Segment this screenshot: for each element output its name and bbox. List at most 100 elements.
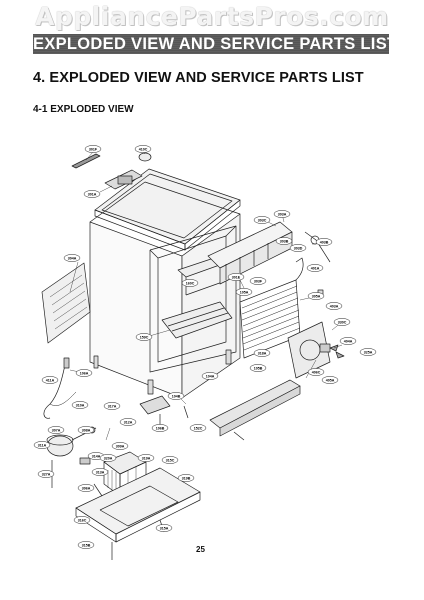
page-number: 25 <box>196 545 205 554</box>
svg-text:319A: 319A <box>142 456 151 460</box>
label-405a: 405A <box>321 376 339 384</box>
label-308a: 308A <box>77 426 95 434</box>
label-317a: 317A <box>103 402 121 410</box>
label-104b: 104B <box>167 392 185 400</box>
label-303d: 303D <box>289 244 307 252</box>
svg-text:319B: 319B <box>182 476 191 480</box>
back-cover <box>41 262 91 344</box>
evaporator-assembly <box>207 221 331 285</box>
svg-text:303D: 303D <box>294 246 303 250</box>
watermark-text: AppliancePartsPros.com <box>35 2 389 31</box>
label-104a: 104A <box>201 372 219 380</box>
svg-text:401A: 401A <box>311 266 320 270</box>
svg-text:305A: 305A <box>312 294 321 298</box>
label-105b: 105B <box>249 364 267 372</box>
svg-text:106B: 106B <box>156 426 165 430</box>
label-310a: 310A <box>71 401 89 409</box>
label-406c: 406C <box>307 368 325 376</box>
svg-text:316C: 316C <box>78 518 87 522</box>
label-301f: 301F <box>84 145 102 153</box>
label-303a: 303A <box>273 210 291 218</box>
part-labels: 301F 410C 301A 303C 303A 403B 303B 303D … <box>33 145 377 549</box>
label-312a: 312A <box>119 418 137 426</box>
svg-text:301E: 301E <box>232 275 241 279</box>
svg-text:405A: 405A <box>326 378 335 382</box>
label-152c: 152C <box>189 424 207 432</box>
label-319b: 319B <box>177 474 195 482</box>
label-307a: 307A <box>47 426 65 434</box>
svg-text:325A: 325A <box>364 350 373 354</box>
svg-text:312A: 312A <box>124 420 133 424</box>
svg-text:309A: 309A <box>116 444 125 448</box>
condenser-coil <box>239 257 304 359</box>
label-306a: 306A <box>77 484 95 492</box>
svg-text:105B: 105B <box>254 366 263 370</box>
label-160c: 160C <box>181 279 199 287</box>
svg-text:303A: 303A <box>278 212 287 216</box>
svg-text:159C: 159C <box>140 335 149 339</box>
label-320a: 320A <box>99 454 117 462</box>
power-cord <box>43 357 77 419</box>
svg-text:403B: 403B <box>320 240 329 244</box>
base-grill <box>139 379 301 441</box>
svg-text:314A: 314A <box>92 454 101 458</box>
svg-text:411A: 411A <box>46 378 55 382</box>
svg-text:303B: 303B <box>280 239 289 243</box>
label-303c: 303C <box>253 216 271 224</box>
label-159c: 159C <box>135 333 153 341</box>
svg-text:311A: 311A <box>38 443 47 447</box>
svg-text:410C: 410C <box>139 147 148 151</box>
label-301e: 301E <box>227 273 245 281</box>
header-banner: EXPLODED VIEW AND SERVICE PARTS LIST <box>33 34 398 54</box>
label-303f: 303F <box>249 277 267 285</box>
svg-text:403A: 403A <box>330 304 339 308</box>
svg-text:313A: 313A <box>96 470 105 474</box>
label-401a: 401A <box>306 264 324 272</box>
fan-shroud <box>287 289 345 379</box>
label-330c: 330C <box>333 318 351 326</box>
svg-text:327A: 327A <box>42 472 51 476</box>
svg-text:318A: 318A <box>258 351 267 355</box>
label-315b: 315B <box>77 541 95 549</box>
svg-text:104B: 104B <box>172 394 181 398</box>
svg-text:307A: 307A <box>52 428 61 432</box>
label-304a: 304A <box>63 254 81 262</box>
label-327a: 327A <box>37 470 55 478</box>
svg-text:317A: 317A <box>108 404 117 408</box>
svg-text:315A: 315A <box>160 526 169 530</box>
svg-text:106A: 106A <box>80 371 89 375</box>
label-411a: 411A <box>41 376 59 384</box>
svg-text:301A: 301A <box>88 192 97 196</box>
svg-text:303F: 303F <box>254 279 263 283</box>
svg-text:315C: 315C <box>166 458 175 462</box>
section-title: 4. EXPLODED VIEW AND SERVICE PARTS LIST <box>33 70 364 86</box>
label-106a: 106A <box>75 369 93 377</box>
svg-text:315B: 315B <box>82 543 91 547</box>
top-panel <box>94 168 241 251</box>
svg-text:306A: 306A <box>82 486 91 490</box>
svg-text:404A: 404A <box>344 339 353 343</box>
label-404a: 404A <box>339 337 357 345</box>
label-301a: 301A <box>83 190 101 198</box>
label-303b: 303B <box>275 237 293 245</box>
svg-text:104A: 104A <box>206 374 215 378</box>
svg-text:320A: 320A <box>104 456 113 460</box>
label-318a: 318A <box>253 349 271 357</box>
label-313a: 313A <box>91 468 109 476</box>
label-311a: 311A <box>33 441 51 449</box>
label-105a: 105A <box>235 288 253 296</box>
label-319a: 319A <box>137 454 155 462</box>
label-106b: 106B <box>151 424 169 432</box>
svg-text:152C: 152C <box>194 426 203 430</box>
label-325a: 325A <box>359 348 377 356</box>
subsection-title: 4-1 EXPLODED VIEW <box>33 104 134 115</box>
label-316c: 316C <box>73 516 91 524</box>
label-410c: 410C <box>134 145 152 153</box>
svg-text:301F: 301F <box>89 147 98 151</box>
base-pan <box>75 467 201 560</box>
label-403b: 403B <box>315 238 333 246</box>
label-309a: 309A <box>111 442 129 450</box>
svg-text:310A: 310A <box>76 403 85 407</box>
label-315a: 315A <box>155 524 173 532</box>
